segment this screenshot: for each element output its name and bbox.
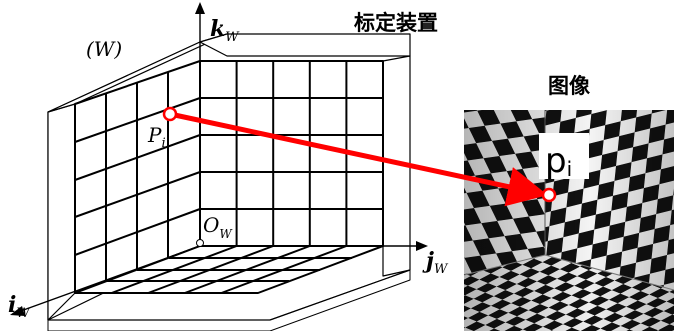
j-axis-label: jW	[422, 248, 449, 277]
projection	[162, 106, 557, 207]
calibration-rig	[10, 2, 428, 331]
i-axis	[17, 245, 201, 313]
world-point-marker	[162, 106, 178, 122]
origin-point	[196, 239, 204, 247]
projection-arrow	[167, 111, 548, 207]
world-point-label: Pi	[147, 123, 166, 151]
origin-label: OW	[203, 213, 233, 241]
k-axis-label: kW	[210, 16, 240, 45]
image-point-marker	[541, 187, 557, 203]
world-frame-label: (W)	[86, 37, 122, 61]
checkerboard-image	[463, 110, 674, 331]
image-point-label: pi	[545, 141, 572, 181]
title-device: 标定装置	[354, 11, 438, 35]
title-image: 图像	[548, 74, 591, 98]
i-axis-label: iW	[8, 292, 31, 321]
